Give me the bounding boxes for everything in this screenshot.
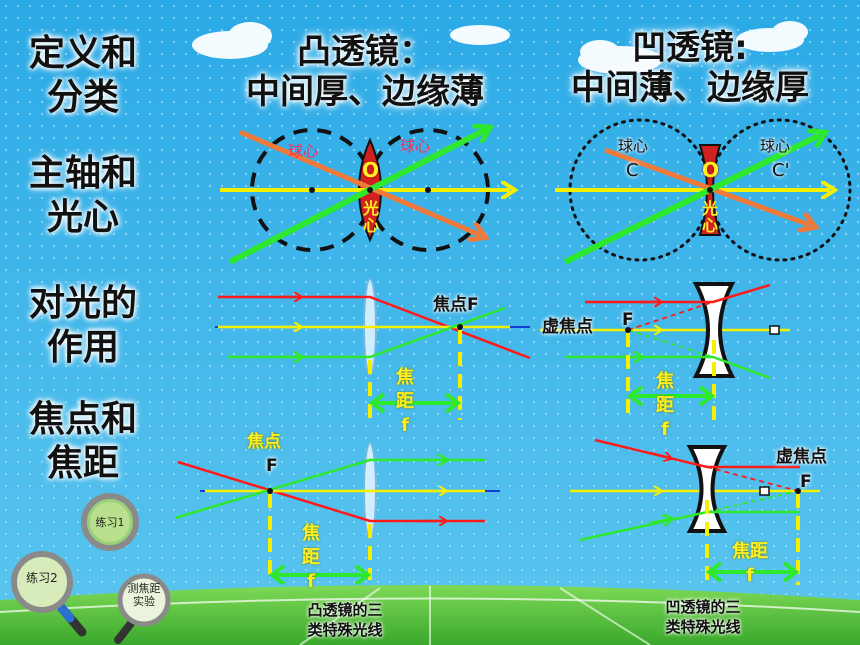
- experiment-label: 测焦距 实验: [127, 582, 161, 608]
- convex-focal-length-label: 焦 距 f: [396, 367, 414, 436]
- concave-green-extension-2: [706, 490, 799, 513]
- convex-sphere-center-right-label: 球心: [400, 137, 431, 155]
- row-label-effect: 对光的 作用: [28, 283, 137, 368]
- practice1-button[interactable]: 练习1: [78, 492, 142, 556]
- convex-focus-dot: [457, 324, 463, 330]
- convex-focal-length-label-2: 焦 距 f: [302, 523, 320, 592]
- convex-heading: 凸透镜： 中间厚、边缘薄: [246, 32, 484, 112]
- convex-green-ray: [228, 130, 485, 265]
- experiment-button[interactable]: 测焦距 实验: [112, 572, 172, 644]
- convex-focus-dot-2: [267, 488, 273, 494]
- convex-sphere-center-dot-left: [309, 187, 315, 193]
- concave-f-letter: F: [622, 310, 634, 330]
- concave-heading: 凹透镜: 中间薄、边缘厚: [571, 28, 809, 108]
- concave-c-left-label: C: [626, 160, 639, 181]
- convex-f-letter: F: [266, 456, 278, 476]
- concave-orange-ray: [604, 147, 810, 225]
- convex-orange-ray: [239, 129, 480, 235]
- concave-caption: 凹透镜的三 类特殊光线: [665, 598, 741, 636]
- concave-lens: [692, 282, 736, 378]
- concave-sphere-center-left-label: 球心: [618, 137, 649, 155]
- practice2-button[interactable]: 练习2: [8, 548, 87, 637]
- convex-sphere-center-left-label: 球心: [288, 142, 319, 160]
- convex-center-dot: [367, 187, 373, 193]
- practice1-label: 练习1: [95, 516, 125, 529]
- convex-focus-diagram: [174, 442, 500, 586]
- convex-focal-point-label: 焦点F: [433, 295, 479, 315]
- convex-axis-diagram: [220, 129, 510, 265]
- concave-focus-diagram: [570, 438, 820, 585]
- row-label-axis: 主轴和 光心: [28, 153, 137, 238]
- row-label-definition: 定义和 分类: [28, 33, 137, 118]
- convex-optical-center-label: 光 心: [362, 199, 379, 235]
- concave-c-right-label: C': [772, 160, 790, 181]
- concave-sphere-right: [708, 118, 852, 262]
- concave-axis-diagram: [555, 118, 852, 265]
- concave-red-extension: [627, 301, 714, 331]
- concave-green-ray: [563, 135, 820, 265]
- concave-f-letter-2: F: [800, 472, 812, 492]
- convex-sphere-center-dot-right: [425, 187, 431, 193]
- convex-effect-diagram: [215, 278, 531, 420]
- concave-virtual-focus-label: 虚焦点: [542, 317, 593, 337]
- concave-virtual-focus-dot-2: [795, 488, 801, 494]
- magnifier-icon: [11, 551, 87, 637]
- concave-virtual-focus-dot: [625, 327, 631, 333]
- concave-virtual-focus-label-2: 虚焦点: [776, 447, 827, 467]
- concave-effect-diagram: [540, 282, 790, 420]
- magnifier-icon: [114, 573, 171, 644]
- convex-focus-label: 焦点: [247, 432, 281, 452]
- convex-ray-red: [218, 295, 531, 360]
- practice2-label: 练习2: [26, 571, 58, 585]
- row-label-focus: 焦点和 焦距: [28, 399, 137, 484]
- concave-green-extension: [627, 329, 714, 358]
- concave-optical-center-label: 光 心: [701, 199, 718, 235]
- concave-focal-length-label: 焦 距 f: [656, 371, 674, 440]
- concave-ray-green: [565, 355, 771, 380]
- concave-focal-length-label-2: 焦距 f: [732, 541, 768, 586]
- convex-caption: 凸透镜的三 类特殊光线: [307, 601, 383, 639]
- convex-center-letter: O: [362, 158, 380, 182]
- concave-center-letter: O: [702, 158, 720, 182]
- concave-sphere-center-right-label: 球心: [760, 137, 791, 155]
- magnifier-icon: [81, 493, 139, 551]
- clouds: [192, 21, 808, 74]
- concave-ray-red: [585, 283, 771, 304]
- concave-red-extension-2: [706, 466, 799, 492]
